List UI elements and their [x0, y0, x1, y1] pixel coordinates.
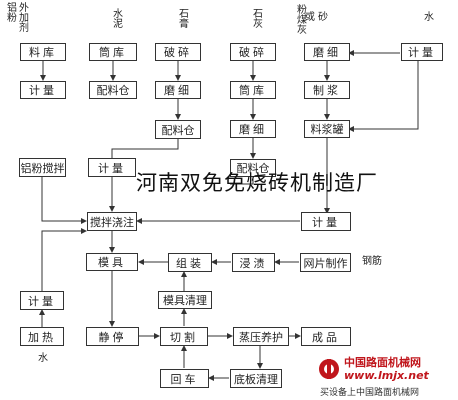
line-batch-bin-3-to-meter-2 [230, 177, 254, 185]
line-batch-bin-2-to-meter-2 [111, 139, 179, 166]
material-gypsum: 石膏 [176, 8, 188, 28]
arrow-meter-4-to-mixing [41, 228, 87, 292]
node-batch-bin-1: 配料仓 [89, 81, 137, 99]
node-batch-bin-3: 配料仓 [230, 159, 276, 177]
node-meter-3: 计量 [301, 212, 351, 231]
material-aluminum-powder: 铝粉 [4, 2, 16, 22]
node-dipping: 浸渍 [232, 253, 275, 272]
node-static-curing: 静停 [86, 327, 139, 346]
material-admixture: 外加剂 [16, 2, 28, 32]
logo-line-2: www.lmjx.net [344, 369, 429, 382]
node-bottom-plate-cleaning: 底板清理 [230, 369, 282, 388]
node-material-storage: 料库 [20, 43, 66, 61]
logo-line-3: 买设备上中国路面机械网 [320, 388, 420, 398]
node-meter-1: 计量 [20, 81, 66, 99]
node-batch-bin-2: 配料仓 [155, 120, 201, 139]
arrow-meter-water-to-slurry-tank [348, 61, 419, 132]
arrow-al-stirring-to-mixing [41, 177, 87, 224]
node-slurry-making: 制浆 [304, 81, 350, 99]
watermark-text: 河南双免免烧砖机制造厂 [136, 171, 378, 195]
node-product: 成品 [301, 327, 351, 346]
node-mixing-pouring: 搅拌浇注 [87, 212, 137, 231]
node-grind-2: 磨细 [230, 120, 276, 138]
node-al-stirring: 铝粉搅拌 [19, 158, 66, 177]
node-return-cart: 回车 [160, 369, 209, 388]
logo-line-1: 中国路面机械网 [344, 356, 421, 369]
node-grind-3: 磨细 [304, 43, 350, 61]
node-mesh-making: 网片制作 [300, 253, 351, 272]
node-crush-1: 破碎 [155, 43, 201, 61]
node-autoclave: 蒸压养护 [233, 327, 289, 346]
material-water-top: 水 [424, 12, 434, 23]
node-assembly: 组装 [168, 253, 212, 272]
node-meter-4: 计量 [20, 291, 64, 310]
material-lime: 石灰 [250, 8, 262, 28]
node-mold-cleaning: 模具清理 [158, 291, 212, 309]
material-fly-ash: 粉煤灰 [294, 4, 306, 34]
material-water-bottom: 水 [38, 353, 48, 364]
node-meter-water: 计量 [401, 43, 443, 61]
node-meter-2: 计量 [88, 158, 136, 177]
node-silo: 筒库 [89, 43, 137, 61]
node-cutting: 切割 [160, 327, 208, 346]
node-silo-2: 筒库 [230, 81, 276, 99]
node-mold: 模具 [86, 253, 138, 271]
node-slurry-tank: 料浆罐 [304, 120, 350, 138]
material-cement: 水泥 [110, 8, 122, 28]
material-rebar: 钢筋 [362, 256, 382, 267]
node-grind-1: 磨细 [155, 81, 201, 99]
node-crush-2: 破碎 [230, 43, 276, 61]
site-logo: 中国路面机械网 www.lmjx.net 买设备上中国路面机械网 [318, 354, 458, 400]
logo-mark-icon [319, 359, 339, 379]
material-or: 或 [305, 12, 315, 23]
node-heating: 加热 [20, 327, 64, 346]
material-sand: 砂 [318, 12, 328, 23]
